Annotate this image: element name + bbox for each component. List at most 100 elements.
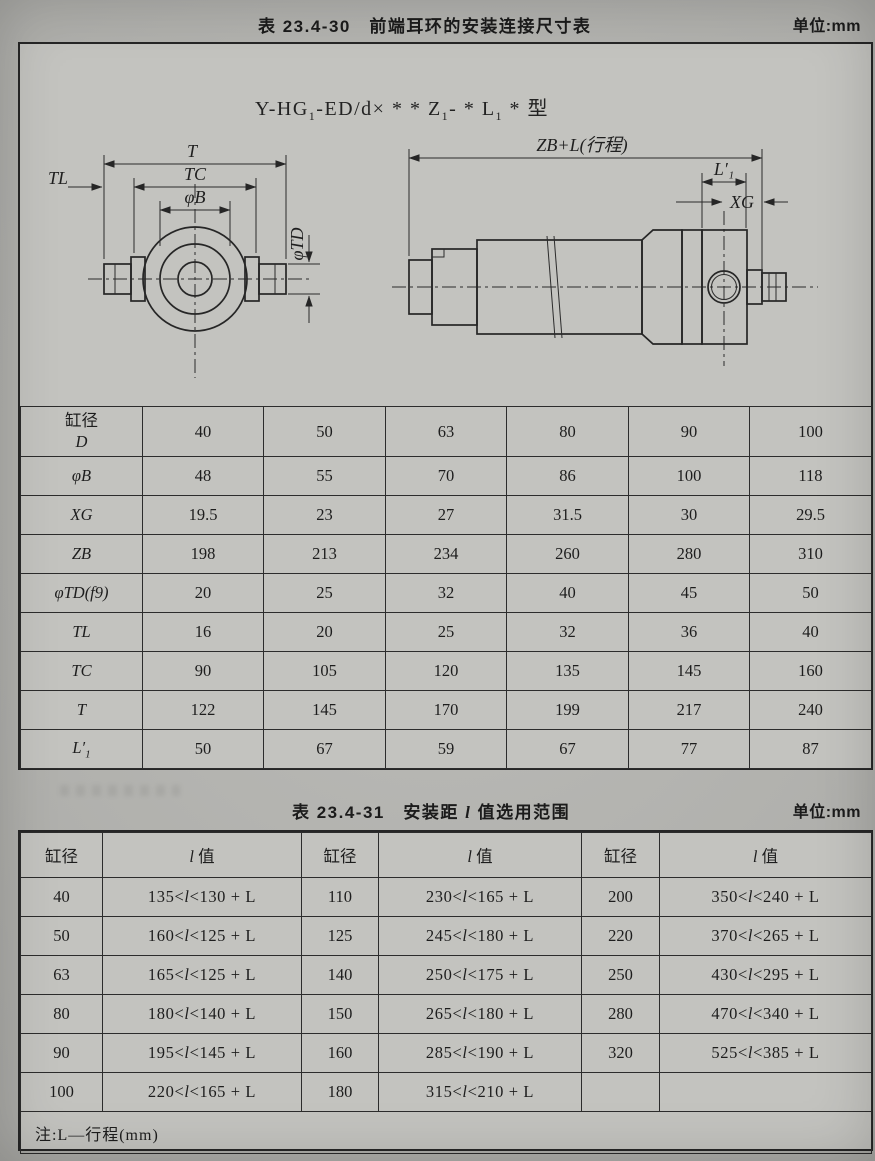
l-range-cell: 160<l<125 + L — [102, 916, 302, 956]
table1-caption-row: 表 23.4-30 前端耳环的安装连接尺寸表 单位:mm — [0, 12, 875, 38]
value-cell: 145 — [628, 651, 750, 691]
l-range-cell: 220<l<165 + L — [102, 1072, 302, 1112]
value-cell: 40 — [142, 406, 264, 457]
value-cell: 160 — [749, 651, 872, 691]
value-cell: 80 — [506, 406, 629, 457]
value-cell: 86 — [506, 456, 629, 496]
value-cell: 25 — [385, 612, 507, 652]
end-view-drawing: T TC φB TL φTD — [48, 141, 320, 378]
cylinder-figure: Y-HG1-ED/d× * * Z1- * L1 * 型 — [20, 44, 871, 406]
value-cell: 27 — [385, 495, 507, 535]
table2-unit: 单位:mm — [792, 804, 861, 821]
value-cell: 19.5 — [142, 495, 264, 535]
note-row: 注:L—行程(mm) — [20, 1111, 872, 1154]
value-cell: 67 — [263, 729, 386, 769]
row-label: φB — [20, 456, 143, 496]
value-cell: 63 — [385, 406, 507, 457]
dim-label-T: T — [187, 141, 199, 161]
value-cell: 23 — [263, 495, 386, 535]
technical-drawing: T TC φB TL φTD — [48, 135, 818, 378]
row-label: TC — [20, 651, 143, 691]
bore-cell: 100 — [20, 1072, 103, 1112]
value-cell: 48 — [142, 456, 264, 496]
value-cell: 40 — [506, 573, 629, 613]
value-cell: 105 — [263, 651, 386, 691]
bore-cell: 180 — [301, 1072, 379, 1112]
value-cell: 310 — [749, 534, 872, 574]
dim-label-XG: XG — [729, 192, 754, 212]
row-label: T — [20, 690, 143, 730]
bore-cell: 63 — [20, 955, 103, 995]
value-cell: 213 — [263, 534, 386, 574]
l-range-cell: 370<l<265 + L — [659, 916, 872, 956]
value-cell: 31.5 — [506, 495, 629, 535]
bore-cell — [581, 1072, 660, 1112]
l-range-cell: 525<l<385 + L — [659, 1033, 872, 1073]
bore-cell: 125 — [301, 916, 379, 956]
value-cell: 100 — [628, 456, 750, 496]
column-header: 缸径 — [301, 832, 379, 878]
value-cell: 30 — [628, 495, 750, 535]
value-cell: 90 — [142, 651, 264, 691]
bore-cell: 90 — [20, 1033, 103, 1073]
l-range-cell: 195<l<145 + L — [102, 1033, 302, 1073]
bore-cell: 220 — [581, 916, 660, 956]
l-range-cell — [659, 1072, 872, 1112]
value-cell: 77 — [628, 729, 750, 769]
table2-caption-row: 表 23.4-31 安装距 l 值选用范围 单位:mm — [0, 798, 875, 824]
value-cell: 32 — [385, 573, 507, 613]
row-label: TL — [20, 612, 143, 652]
bore-cell: 140 — [301, 955, 379, 995]
value-cell: 36 — [628, 612, 750, 652]
column-header: 缸径 — [20, 832, 103, 878]
column-header: l 值 — [378, 832, 582, 878]
dim-label-phiB: φB — [185, 187, 206, 207]
l-range-cell: 230<l<165 + L — [378, 877, 582, 917]
row-label: φTD(f9) — [20, 573, 143, 613]
side-view-drawing: ZB+L(行程) L′₁ XG — [392, 135, 818, 366]
value-cell: 217 — [628, 690, 750, 730]
table2-title: 表 23.4-31 安装距 l 值选用范围 — [292, 803, 571, 822]
value-cell: 145 — [263, 690, 386, 730]
table1-unit: 单位:mm — [792, 18, 861, 35]
value-cell: 135 — [506, 651, 629, 691]
value-cell: 120 — [385, 651, 507, 691]
column-header: l 值 — [102, 832, 302, 878]
l-range-cell: 245<l<180 + L — [378, 916, 582, 956]
value-cell: 199 — [506, 690, 629, 730]
bore-cell: 80 — [20, 994, 103, 1034]
l-range-cell: 180<l<140 + L — [102, 994, 302, 1034]
row-label: L′1 — [20, 729, 143, 769]
l-range-cell: 430<l<295 + L — [659, 955, 872, 995]
value-cell: 40 — [749, 612, 872, 652]
value-cell: 118 — [749, 456, 872, 496]
l-range-cell: 250<l<175 + L — [378, 955, 582, 995]
value-cell: 32 — [506, 612, 629, 652]
value-cell: 50 — [142, 729, 264, 769]
value-cell: 90 — [628, 406, 750, 457]
dim-label-TL: TL — [48, 168, 68, 188]
l-range-cell: 315<l<210 + L — [378, 1072, 582, 1112]
value-cell: 280 — [628, 534, 750, 574]
value-cell: 260 — [506, 534, 629, 574]
value-cell: 50 — [263, 406, 386, 457]
bore-cell: 250 — [581, 955, 660, 995]
l-range-cell: 135<l<130 + L — [102, 877, 302, 917]
l-range-cell: 350<l<240 + L — [659, 877, 872, 917]
bleed-through-artifact — [60, 785, 180, 796]
value-cell: 29.5 — [749, 495, 872, 535]
